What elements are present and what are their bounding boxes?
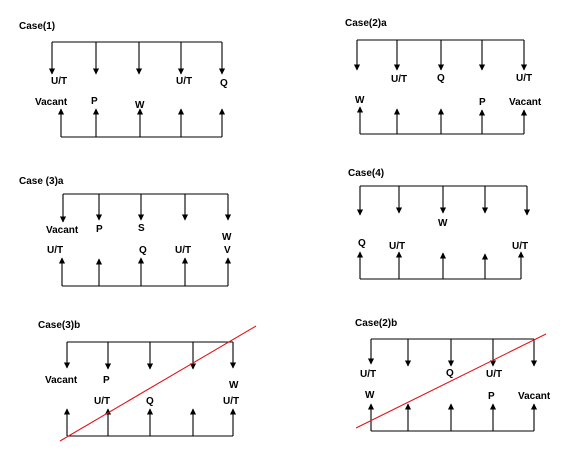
top-label: Q (446, 368, 454, 379)
panel-title: Case(1) (19, 21, 55, 32)
top-label: U/T (391, 74, 407, 85)
bottom-label: P (91, 96, 98, 107)
bottom-label: P (479, 97, 486, 108)
bottom-label: U/T (94, 396, 110, 407)
top-label: W (229, 380, 239, 391)
bottom-label: Vacant (518, 391, 551, 402)
bottom-label: P (488, 391, 495, 402)
panel-case-4: Case(4) W Q U/T U/T (348, 168, 531, 280)
panel-case-2b: Case(2)b U/T Q U/T W P Vacant (355, 318, 551, 432)
panel-title: Case (3)a (19, 176, 64, 187)
top-label: W (222, 232, 232, 243)
bottom-label: Vacant (509, 97, 542, 108)
bottom-label: Q (358, 238, 366, 249)
bottom-label: Vacant (35, 97, 68, 108)
bottom-label: U/T (389, 241, 405, 252)
top-label: U/T (176, 76, 192, 87)
top-label: Q (437, 73, 445, 84)
panel-title: Case(2)b (355, 318, 397, 329)
top-label: U/T (360, 369, 376, 380)
panel-title: Case(3)b (38, 320, 80, 331)
bottom-label: U/T (223, 396, 239, 407)
top-label: P (96, 224, 103, 235)
panel-case-1: Case(1) U/T U/T Q Vacant P W (19, 21, 228, 138)
bottom-label: W (365, 390, 375, 401)
bottom-label: U/T (512, 241, 528, 252)
top-label: U/T (51, 76, 67, 87)
top-label: S (138, 223, 145, 234)
top-label: P (103, 375, 110, 386)
top-label: W (438, 218, 448, 229)
bottom-label: Q (139, 245, 147, 256)
top-label: Vacant (46, 225, 79, 236)
bottom-label: V (224, 245, 231, 256)
bottom-label: U/T (175, 245, 191, 256)
top-label: Vacant (45, 375, 78, 386)
panel-title: Case(2)a (345, 18, 387, 29)
top-label: U/T (516, 73, 532, 84)
top-label: Q (220, 78, 228, 89)
panel-case-3a: Case (3)a Vacant P S W U/T Q U/T V (19, 176, 232, 287)
diagonal-line (59, 325, 257, 442)
diagonal-line (355, 333, 547, 429)
bottom-label: W (355, 95, 365, 106)
panel-case-2a: Case(2)a U/T Q U/T W P Vacant (345, 18, 542, 135)
panel-title: Case(4) (348, 168, 384, 179)
top-label: U/T (486, 369, 502, 380)
bottom-label: Q (146, 396, 154, 407)
panel-case-3b: Case(3)b Vacant P W U/T Q U/T (38, 320, 257, 442)
bottom-label: W (135, 100, 145, 111)
bottom-label: U/T (47, 245, 63, 256)
